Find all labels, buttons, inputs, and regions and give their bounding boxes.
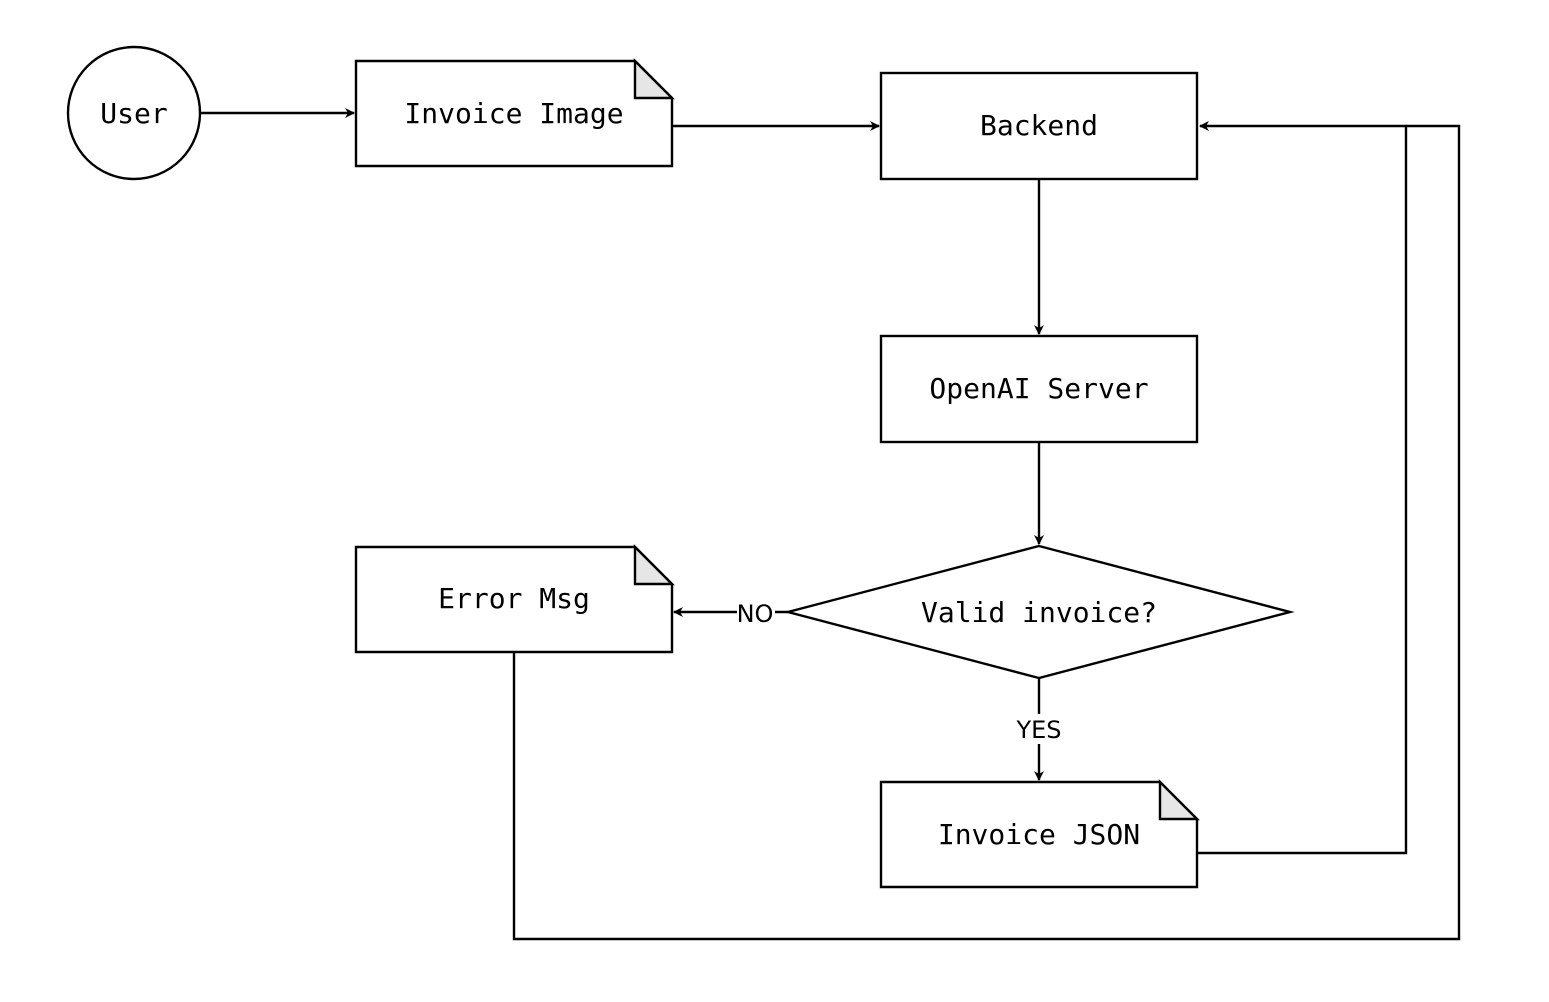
edge-error-to-backend [512, 124, 1461, 941]
openai-server-node [879, 334, 1199, 444]
edge-label-no: NO [737, 600, 774, 628]
edge-label-yes-bg [1011, 714, 1067, 744]
invoice-json-label: Invoice JSON [938, 818, 1140, 851]
edge-label-no-bg [737, 598, 775, 626]
edge-label-yes: YES [1015, 716, 1061, 744]
user-label: User [100, 97, 167, 130]
openai-server-label: OpenAI Server [929, 372, 1148, 405]
invoice-json-node [879, 779, 1200, 889]
user-node [66, 45, 202, 181]
valid-invoice-decision-node [783, 544, 1295, 680]
error-msg-label: Error Msg [438, 582, 590, 615]
error-msg-node [354, 544, 675, 654]
invoice-image-node [354, 58, 675, 168]
backend-node [879, 71, 1199, 181]
edge-json-to-backend [1197, 121, 1408, 855]
invoice-image-label: Invoice Image [404, 97, 623, 130]
valid-invoice-label: Valid invoice? [921, 596, 1157, 629]
backend-label: Backend [980, 109, 1098, 142]
